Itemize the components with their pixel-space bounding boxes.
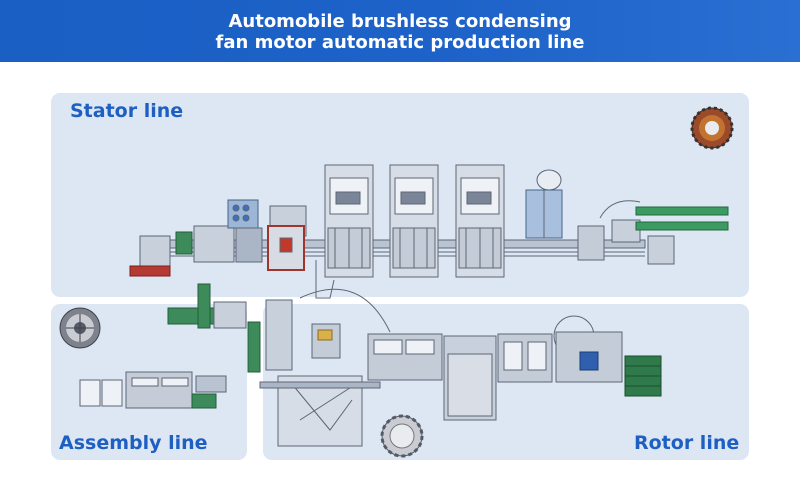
- title-line-2: fan motor automatic production line: [215, 32, 585, 53]
- rotor-transfer-column: [247, 321, 261, 373]
- winding-machine-1: [324, 164, 374, 278]
- winding-machine-3: [455, 164, 505, 278]
- assembly-line-machines: [79, 283, 247, 409]
- stator-control-panel: [227, 199, 259, 229]
- stator-core-icon: [690, 106, 734, 150]
- rotor-icon: [380, 414, 424, 458]
- stator-output-conveyor: [635, 206, 729, 216]
- winding-machine-2: [389, 164, 439, 278]
- title-line-1: Automobile brushless condensing: [228, 11, 572, 32]
- stator-line-label: Stator line: [70, 100, 184, 122]
- stator-line-machines: [129, 164, 729, 299]
- stator-reject-bin: [129, 265, 171, 277]
- title-banner: Automobile brushless condensing fan moto…: [0, 0, 800, 62]
- assembly-press: [125, 371, 193, 409]
- assembly-station-1: [79, 379, 101, 407]
- stator-loading-station: [139, 235, 171, 267]
- rotor-line-machines: [247, 288, 662, 447]
- fan-motor-icon: [59, 307, 101, 349]
- assembly-line-label: Assembly line: [59, 432, 208, 454]
- stator-tank: [536, 169, 562, 191]
- rotor-line-label: Rotor line: [634, 432, 740, 454]
